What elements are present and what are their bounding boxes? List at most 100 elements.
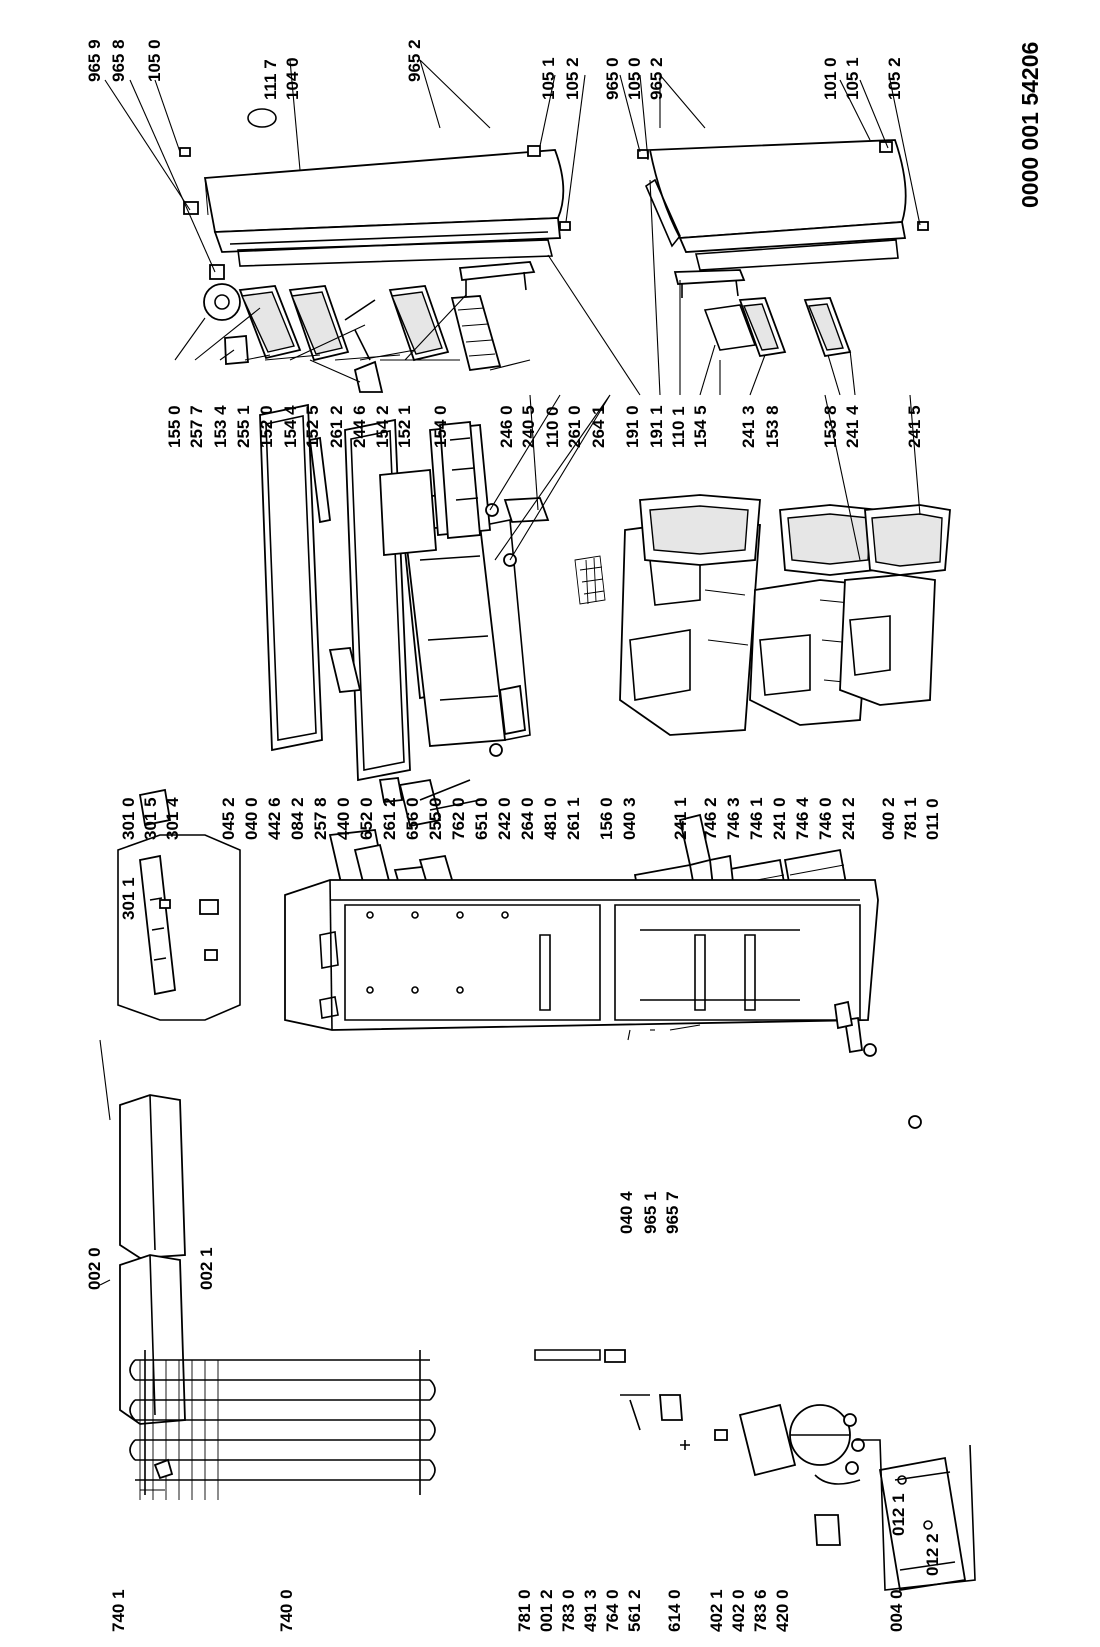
part-label: 241 4 [843,405,862,448]
part-label: 105 0 [145,39,164,82]
leader-lines [99,59,921,1286]
part-label: 105 1 [843,57,862,100]
part-label: 105 2 [563,57,582,100]
part-label: 012 1 [889,1493,908,1536]
part-label: 301 0 [119,797,138,840]
fridge-shelves [259,403,550,782]
cabinet [284,879,922,1129]
freezer-drawers [574,494,951,736]
part-label: 241 2 [839,797,858,840]
part-label: 012 2 [923,1533,942,1576]
part-label: 240 5 [519,405,538,448]
part-label: 104 0 [283,57,302,100]
condenser [129,1350,436,1500]
part-label: 402 1 [707,1589,726,1632]
upper-door [179,108,571,267]
part-label: 105 2 [885,57,904,100]
part-label: 154 0 [431,405,450,448]
part-label: 155 0 [165,405,184,448]
part-label: 561 2 [625,1589,644,1632]
part-label: 257 7 [187,405,206,448]
part-label: 746 0 [816,797,835,840]
part-label: 965 1 [641,1191,660,1234]
part-label: 301 5 [141,797,160,840]
control-panel [117,834,241,1021]
part-label: 244 6 [350,405,369,448]
part-label: 965 7 [663,1191,682,1234]
part-label: 040 0 [242,797,261,840]
document-code: 0000 001 54206 [1017,42,1043,208]
part-label: 152 0 [257,405,276,448]
part-label: 261 1 [564,797,583,840]
part-label: 156 0 [597,797,616,840]
part-label: 241 1 [671,797,690,840]
part-label: 481 0 [541,797,560,840]
part-label: 105 1 [539,57,558,100]
part-label: 440 0 [334,797,353,840]
part-label: 040 3 [620,797,639,840]
part-label: 965 8 [109,39,128,82]
part-label: 152 5 [303,405,322,448]
part-label: 442 6 [265,797,284,840]
lower-door [637,139,929,271]
part-label: 746 3 [724,797,743,840]
part-label: 762 0 [449,797,468,840]
part-label: 110 0 [543,406,562,448]
part-label: 084 2 [288,797,307,840]
part-label: 105 0 [625,57,644,100]
part-label: 764 0 [603,1589,622,1632]
part-label: 002 0 [85,1247,104,1290]
part-label: 652 0 [357,797,376,840]
part-label: 781 1 [901,797,920,840]
part-label: 002 1 [197,1247,216,1290]
part-label: 264 1 [589,405,608,448]
part-label: 965 9 [85,39,104,82]
part-label: 261 0 [565,405,584,448]
part-label: 152 1 [395,405,414,448]
part-label: 191 0 [623,405,642,448]
part-label: 261 2 [380,797,399,840]
part-label: 001 2 [537,1589,556,1632]
part-label: 110 1 [669,406,688,448]
part-label: 651 0 [472,797,491,840]
part-label: 255 1 [234,405,253,448]
part-label: 491 3 [581,1589,600,1632]
part-label: 153 8 [763,405,782,448]
part-labels: 965 9 965 8 105 0 111 7 104 0 965 2 105 … [85,39,942,1632]
part-label: 154 2 [373,405,392,448]
part-label: 965 2 [647,57,666,100]
part-label: 740 1 [109,1589,128,1632]
part-label: 257 8 [311,797,330,840]
part-label: 191 1 [647,405,666,448]
part-label: 656 0 [403,797,422,840]
part-label: 746 1 [747,797,766,840]
part-label: 040 2 [879,797,898,840]
part-label: 101 0 [821,57,840,100]
part-label: 783 0 [559,1589,578,1632]
part-label: 040 4 [617,1191,636,1234]
part-label: 004 0 [887,1589,906,1632]
part-label: 154 5 [691,405,710,448]
part-label: 242 0 [495,797,514,840]
part-label: 241 5 [905,405,924,448]
part-label: 153 8 [821,405,840,448]
part-label: 965 2 [405,39,424,82]
part-label: 011 0 [923,798,942,840]
part-label: 255 0 [426,797,445,840]
part-label: 153 4 [211,405,230,448]
part-label: 045 2 [219,797,238,840]
part-label: 781 0 [515,1589,534,1632]
part-label: 241 3 [739,405,758,448]
part-label: 420 0 [773,1589,792,1632]
part-label: 301 4 [163,797,182,840]
part-label: 783 6 [751,1589,770,1632]
part-label: 111 7 [261,59,280,100]
part-label: 264 0 [518,797,537,840]
side-panels [119,1094,186,1425]
part-label: 154 4 [281,405,300,448]
part-label: 965 0 [603,57,622,100]
part-label: 746 2 [701,797,720,840]
part-label: 402 0 [729,1589,748,1632]
